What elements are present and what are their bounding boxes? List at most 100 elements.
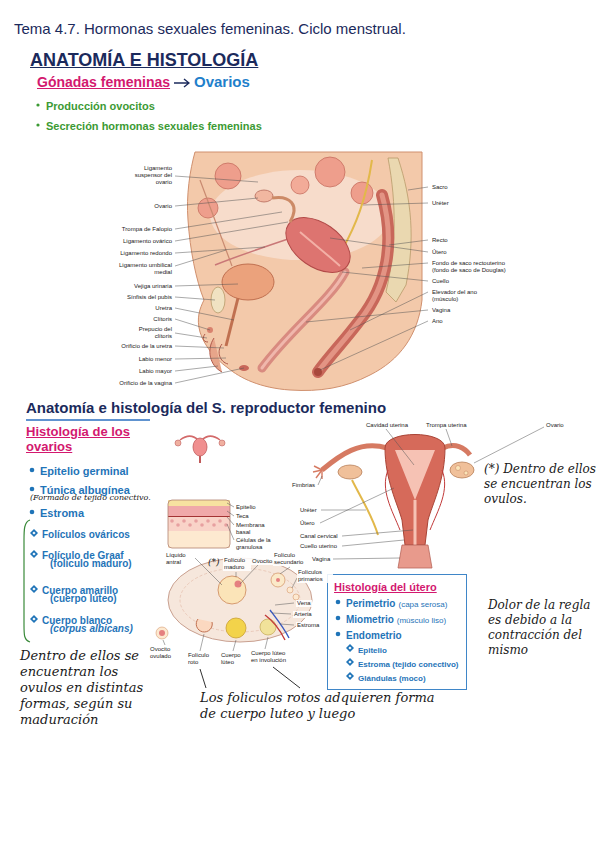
part-label: Uréter — [432, 200, 449, 207]
uterus-illustration-part — [430, 470, 445, 530]
follicle-wall-inset-part — [227, 503, 234, 540]
bullet-item: Epitelio germinal — [28, 461, 129, 479]
pelvis-illustration-part — [300, 232, 340, 266]
part-label: Cuello — [432, 278, 449, 285]
follicle-wall-inset-part — [168, 506, 230, 516]
part-label: Vejiga urinaria — [134, 283, 172, 290]
leader-lines-part — [320, 321, 428, 370]
part-label: Clítoris — [153, 316, 172, 323]
leader-lines-part — [195, 558, 222, 585]
histology-subitem: Folículos ováricos — [42, 529, 130, 540]
histology-item: Estroma — [40, 507, 84, 519]
diamond-bullet-part — [30, 550, 38, 558]
part-label: Células de la granulosa — [236, 537, 274, 551]
dot-bullet-part — [36, 103, 39, 106]
uterus-illustration-part — [385, 470, 400, 530]
follicle-wall-inset-part-part — [200, 523, 204, 527]
part-label: Cuerpo lúteo — [221, 652, 247, 666]
part-label: Líquido antral — [165, 552, 195, 566]
part-label: Recto — [432, 237, 448, 244]
part-label: Canal cervical — [300, 533, 338, 540]
leader-lines-part — [175, 284, 238, 286]
follicle-wall-inset-part-part — [227, 511, 234, 516]
diamond-bullet-part — [32, 617, 35, 620]
ovary-illustration-part — [260, 619, 276, 635]
ovary-illustration-part — [226, 618, 246, 638]
pelvis-illustration-part — [272, 197, 294, 222]
text-row: Endometrio — [334, 627, 458, 642]
leader-lines-part — [320, 488, 394, 523]
uterus-icon-part — [193, 438, 207, 456]
pelvis-illustration-part — [255, 190, 273, 202]
uterus-illustration-part — [464, 471, 468, 475]
leader-lines — [175, 176, 428, 383]
follicle-wall-inset-part — [170, 519, 228, 527]
uterus-illustration-part-part — [316, 470, 322, 478]
dot-bullet — [334, 598, 342, 606]
leader-lines-part — [363, 203, 428, 205]
leader-lines-part — [175, 319, 210, 330]
dot-bullet — [28, 485, 36, 493]
part-label: Útero — [432, 249, 447, 256]
follicle-wall-inset-part-part — [227, 503, 234, 507]
part-label: Ovario — [546, 422, 564, 429]
leader-lines-part — [272, 613, 291, 614]
dot-bullet-part — [336, 631, 341, 636]
follicle-wall-inset-part — [168, 500, 230, 548]
uterus-icon-part — [175, 440, 181, 446]
follicle-wall-inset-part-part — [227, 517, 234, 525]
part-label: Cuello uterino — [300, 543, 337, 550]
diamond-bullet-part — [348, 646, 351, 649]
leader-lines-part — [175, 346, 224, 348]
part-label: Cuerpo lúteo en involución — [251, 650, 291, 664]
page-title: Tema 4.7. Hormonas sexuales femeninas. C… — [14, 20, 406, 37]
box-item: Miometrio — [346, 614, 394, 625]
dot-bullet-part — [30, 486, 35, 491]
part-label: Uréter — [300, 507, 317, 514]
leader-lines-part — [333, 558, 400, 559]
uterus-illustration-part — [352, 480, 378, 535]
uterus-illustration — [313, 435, 474, 569]
handwritten-note: Dentro de ellos se encuentran los ovulos… — [20, 648, 148, 728]
uterus-illustration-part — [414, 500, 417, 545]
text-row: Epitelio — [334, 642, 458, 656]
ovary-illustration-part — [196, 619, 212, 632]
leader-lines-part — [386, 429, 414, 465]
pelvis-illustration-part — [262, 272, 345, 368]
box-item: Perimetrio — [346, 598, 395, 609]
leader-lines-part — [318, 476, 322, 485]
leader-lines-part — [175, 358, 226, 359]
leader-lines-part — [306, 310, 428, 322]
follicle-wall-inset — [168, 500, 234, 548]
dot-bullet — [34, 121, 42, 129]
part-label: Sínfisis del pubis — [127, 294, 172, 301]
leader-lines-part — [175, 198, 258, 206]
ovary-illustration-part — [159, 630, 165, 636]
ovary-illustration-part — [235, 581, 242, 588]
pelvis-illustration-part — [314, 368, 322, 376]
leader-lines-part — [175, 366, 218, 371]
ovary-illustration-part — [270, 610, 289, 638]
leader-lines-part — [280, 567, 290, 574]
diamond-bullet — [346, 672, 354, 680]
diamond-bullet-part — [32, 531, 35, 534]
box-heading: Histología del útero — [334, 581, 437, 593]
part-label: Ligamento suspensor del ovario — [132, 165, 172, 186]
diamond-bullet-part — [30, 585, 38, 593]
diamond-bullet-part — [30, 615, 38, 623]
pelvis-illustration-part — [187, 152, 422, 390]
gonad-name: Ovarios — [194, 73, 250, 90]
leader-lines-part — [175, 222, 288, 241]
box-item: Endometrio — [346, 630, 402, 641]
arrow-symbol-part — [174, 79, 189, 87]
ovary-illustration-part — [271, 573, 285, 587]
leader-lines-part — [233, 640, 236, 651]
part-label: Orificio de la uretra — [121, 343, 172, 350]
dot-bullet — [34, 101, 42, 109]
bullet-item: Estroma — [28, 503, 84, 521]
part-label: Cavidad uterina — [366, 422, 408, 429]
follicle-wall-inset-part-part — [218, 519, 222, 523]
box-item: Glándulas (moco) — [358, 674, 426, 683]
dot-bullet-part — [336, 599, 341, 604]
